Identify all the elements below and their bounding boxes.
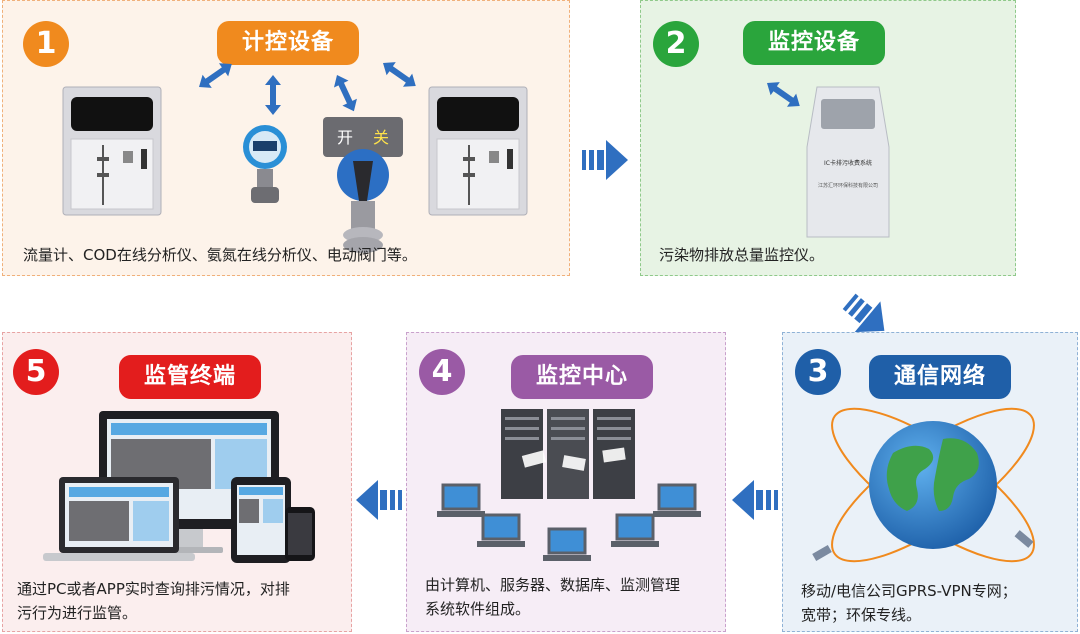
globe-network-illustration bbox=[812, 407, 1035, 563]
step3-description: 移动/电信公司GPRS-VPN专网； 宽带；环保专线。 bbox=[801, 579, 1017, 627]
step4-number: 4 bbox=[419, 349, 465, 395]
satellite-icon bbox=[812, 545, 832, 561]
terminal-devices-illustration bbox=[43, 411, 315, 563]
step4-description-line2: 系统软件组成。 bbox=[425, 600, 531, 618]
step1-title: 计控设备 bbox=[217, 21, 359, 65]
monitor-link-arrow bbox=[767, 82, 800, 107]
monitor-company-label: 江苏汇环环保科技有限公司 bbox=[818, 182, 878, 189]
step4-description: 由计算机、服务器、数据库、监测管理 系统软件组成。 bbox=[425, 573, 680, 621]
step3-number: 3 bbox=[795, 349, 841, 395]
laptop-icon bbox=[43, 477, 195, 561]
step1-description: 流量计、COD在线分析仪、氨氮在线分析仪、电动阀门等。 bbox=[23, 246, 417, 264]
step3-panel: 3 通信网络 移动/电信公司GPRS-VPN专网； 宽带；环保专线。 bbox=[782, 332, 1078, 632]
server-rack-icon bbox=[501, 409, 635, 499]
satellite-icon-2 bbox=[1014, 530, 1034, 548]
pollutant-monitor-icon: IC卡排污收费系统 江苏汇环环保科技有限公司 bbox=[806, 86, 890, 238]
step4-title: 监控中心 bbox=[511, 355, 653, 399]
step2-title: 监控设备 bbox=[743, 21, 885, 65]
cod-analyzer-icon bbox=[62, 86, 162, 216]
arrow-step3-to-step4 bbox=[732, 480, 778, 520]
monitor-system-label: IC卡排污收费系统 bbox=[824, 159, 872, 167]
arrow-step1-to-step2 bbox=[582, 140, 628, 180]
tablet-icon bbox=[231, 477, 291, 563]
valve-open-label: 开 bbox=[337, 128, 353, 147]
connection-arrows bbox=[199, 62, 416, 115]
step5-description: 通过PC或者APP实时查询排污情况，对排 污行为进行监管。 bbox=[17, 577, 290, 625]
step2-panel: 2 监控设备 IC卡排污收费系统 江苏汇环环保科技有限公司 污染物排放总量监控仪… bbox=[640, 0, 1016, 276]
valve-close-label: 关 bbox=[373, 128, 389, 147]
step2-description: 污染物排放总量监控仪。 bbox=[659, 246, 825, 264]
phone-icon bbox=[285, 507, 315, 561]
laptop-icons bbox=[437, 483, 701, 561]
step4-description-line1: 由计算机、服务器、数据库、监测管理 bbox=[425, 576, 681, 594]
step5-title: 监管终端 bbox=[119, 355, 261, 399]
step3-description-line2: 宽带；环保专线。 bbox=[801, 606, 922, 624]
flow-meter-icon bbox=[243, 125, 287, 203]
step5-panel: 5 监管终端 bbox=[2, 332, 352, 632]
step3-title: 通信网络 bbox=[869, 355, 1011, 399]
step3-description-line1: 移动/电信公司GPRS-VPN专网； bbox=[801, 582, 1017, 600]
ammonia-analyzer-icon bbox=[428, 86, 528, 216]
step5-number: 5 bbox=[13, 349, 59, 395]
electric-valve-icon: 开 关 bbox=[323, 117, 403, 253]
step2-number: 2 bbox=[653, 21, 699, 67]
monitoring-device-illustration: IC卡排污收费系统 江苏汇环环保科技有限公司 bbox=[767, 82, 890, 238]
data-center-illustration bbox=[437, 409, 701, 561]
step4-panel: 4 监控中心 bbox=[406, 332, 726, 632]
arrow-step4-to-step5 bbox=[356, 480, 402, 520]
step5-description-line2: 污行为进行监管。 bbox=[17, 604, 138, 622]
step1-number: 1 bbox=[23, 21, 69, 67]
step5-description-line1: 通过PC或者APP实时查询排污情况，对排 bbox=[17, 580, 290, 598]
step1-panel: 1 计控设备 bbox=[2, 0, 570, 276]
arrow-step2-to-step3 bbox=[842, 293, 885, 333]
metering-devices-illustration: 开 关 bbox=[62, 62, 528, 253]
